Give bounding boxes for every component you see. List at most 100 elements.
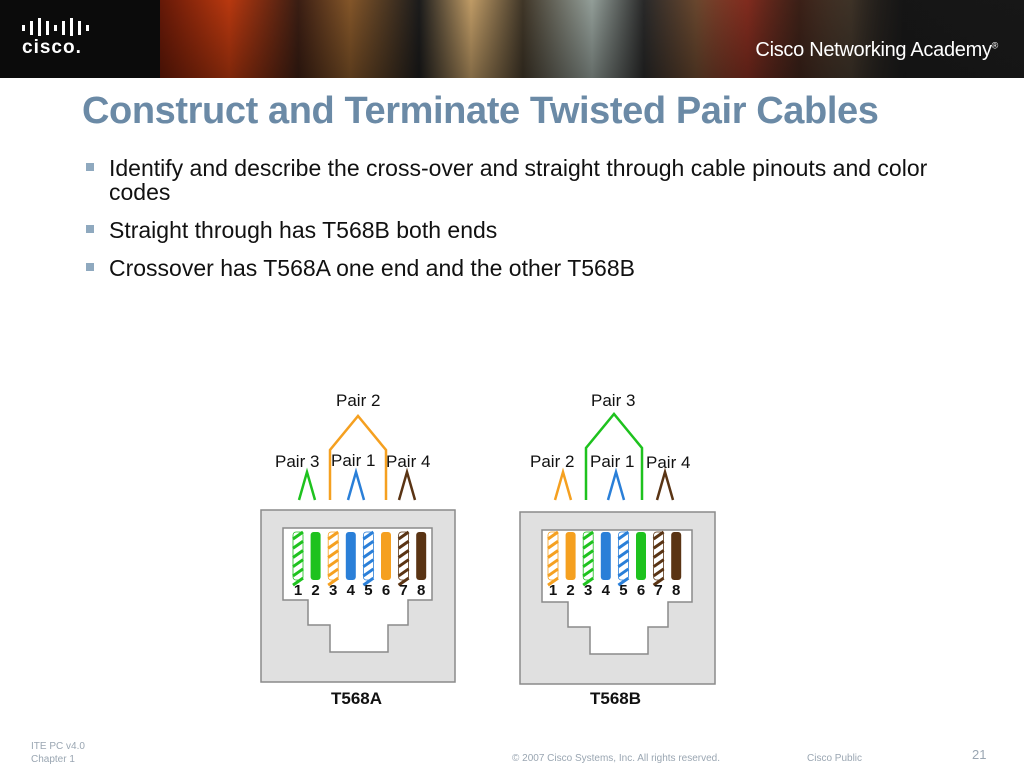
- bullet-text: Crossover has T568A one end and the othe…: [109, 255, 635, 281]
- right-pin-5: 5: [619, 582, 628, 599]
- right-pin-6: 6: [636, 582, 646, 599]
- right-wire-7-outline: [653, 531, 664, 581]
- left-wire-7-stripe: [397, 530, 410, 541]
- right-wire-3: [583, 532, 594, 580]
- right-pin-2: 2: [566, 582, 575, 599]
- right-wire-6: [636, 532, 646, 580]
- right-pair1-arrow: [606, 467, 626, 501]
- photo-strip: [160, 0, 1024, 78]
- left-pair-left-label: Pair 3: [275, 452, 320, 471]
- right-wire-7-stripe: [652, 567, 665, 578]
- right-pin-3: 3: [584, 582, 593, 599]
- right-wire-7: [653, 532, 664, 580]
- footer-course-info: ITE PC v4.0 Chapter 1: [31, 740, 85, 766]
- left-wire-5: [363, 532, 374, 580]
- right-wire-5-outline: [618, 531, 629, 581]
- right-wire-1-stripe: [547, 530, 559, 541]
- right-wire-1-stripe: [547, 540, 559, 550]
- right-pair2-arrow: [553, 467, 573, 501]
- left-wire-1: [293, 532, 303, 580]
- right-top-pair-label: Pair 3: [591, 391, 636, 410]
- bullet-text: Identify and describe the cross-over and…: [109, 155, 928, 205]
- right-pin-7: 7: [654, 582, 663, 599]
- left-wire-4: [345, 532, 356, 580]
- right-wire-7-stripe: [652, 540, 665, 550]
- bullet-item: Straight through has T568B both ends: [84, 218, 934, 242]
- bullet-square-icon: [86, 163, 94, 171]
- right-pair-right-label: Pair 4: [646, 453, 691, 472]
- left-wire-5-stripe: [362, 558, 375, 568]
- bullet-list: Identify and describe the cross-over and…: [84, 156, 934, 294]
- left-pair4-arrow: [397, 467, 417, 501]
- footer-course: ITE PC v4.0: [31, 741, 85, 752]
- right-pin-8: 8: [672, 582, 681, 599]
- left-wire-3-stripe: [327, 558, 340, 568]
- footer-chapter: Chapter 1: [31, 754, 75, 765]
- left-wire-3: [328, 532, 339, 580]
- right-standard-label: T568B: [590, 689, 642, 708]
- left-pin-3: 3: [329, 582, 338, 599]
- right-wire-3-stripe: [582, 540, 595, 550]
- left-wire-3-stripe: [327, 567, 340, 578]
- right-wire-1-outline: [547, 531, 559, 581]
- left-pin-6: 6: [381, 582, 391, 599]
- academy-title: Cisco Networking Academy®: [755, 39, 998, 62]
- slide-title: Construct and Terminate Twisted Pair Cab…: [82, 90, 879, 132]
- cisco-logo-text: cisco.: [22, 37, 82, 58]
- left-wire-1-stripe: [292, 549, 304, 559]
- cisco-bars-icon: [22, 18, 89, 36]
- left-pair3-arrow: [297, 467, 317, 501]
- bullet-item: Identify and describe the cross-over and…: [84, 156, 934, 204]
- left-wire-2: [310, 532, 321, 580]
- left-wire-5-stripe: [362, 567, 375, 578]
- left-wire-7-stripe: [397, 558, 410, 568]
- left-connector-slot: [282, 527, 433, 653]
- right-wire-4: [600, 532, 611, 580]
- left-wire-5-outline: [362, 531, 374, 581]
- left-pin-7: 7: [399, 582, 408, 599]
- left-standard-label: T568A: [331, 689, 383, 708]
- left-wire-3-outline: [327, 531, 339, 581]
- footer-classification: Cisco Public: [807, 753, 863, 764]
- right-pin-1: 1: [548, 582, 558, 599]
- left-wire-3-stripe: [327, 530, 340, 541]
- bullet-square-icon: [86, 263, 94, 271]
- left-pin-1: 1: [293, 582, 303, 599]
- right-wire-8: [671, 532, 682, 580]
- header-banner: cisco. Cisco Networking Academy®: [0, 0, 1024, 78]
- left-pin-2: 2: [311, 582, 320, 599]
- right-wire-5: [618, 532, 629, 580]
- left-wire-1-stripe: [292, 558, 304, 568]
- academy-text: Cisco Networking Academy: [755, 39, 992, 61]
- right-wire-2: [565, 532, 576, 580]
- left-pin-4: 4: [346, 582, 355, 599]
- right-wire-1-stripe: [547, 558, 559, 568]
- right-wire-5-stripe: [617, 558, 630, 568]
- right-wire-7-stripe: [652, 549, 665, 559]
- left-wire-7-stripe: [397, 567, 410, 578]
- right-wire-3-stripe: [582, 549, 595, 559]
- bullet-text: Straight through has T568B both ends: [109, 217, 498, 243]
- right-pair-mid-label: Pair 1: [590, 452, 635, 471]
- right-wire-5-stripe: [617, 530, 630, 541]
- left-wire-5-stripe: [362, 530, 375, 541]
- left-wire-1-stripe: [292, 567, 304, 578]
- left-wire-7-outline: [398, 531, 410, 581]
- right-pin-4: 4: [601, 582, 610, 599]
- page-number: 21: [972, 747, 987, 762]
- left-top-pair-label: Pair 2: [336, 391, 381, 410]
- left-wire-1-stripe: [292, 530, 304, 541]
- left-pair-right-label: Pair 4: [386, 452, 431, 471]
- left-pair1-arrow: [346, 467, 366, 501]
- left-wire-1-stripe: [292, 540, 304, 550]
- left-wire-5-stripe: [362, 540, 375, 550]
- logo-area: [0, 0, 160, 78]
- left-wire-5-stripe: [362, 549, 375, 559]
- left-wire-3-stripe: [327, 540, 340, 550]
- left-wire-6: [381, 532, 391, 580]
- bullet-square-icon: [86, 225, 94, 233]
- right-wire-7-stripe: [652, 558, 665, 568]
- right-wire-5-stripe: [617, 540, 630, 550]
- left-wire-8: [416, 532, 427, 580]
- right-wire-5-stripe: [617, 567, 630, 578]
